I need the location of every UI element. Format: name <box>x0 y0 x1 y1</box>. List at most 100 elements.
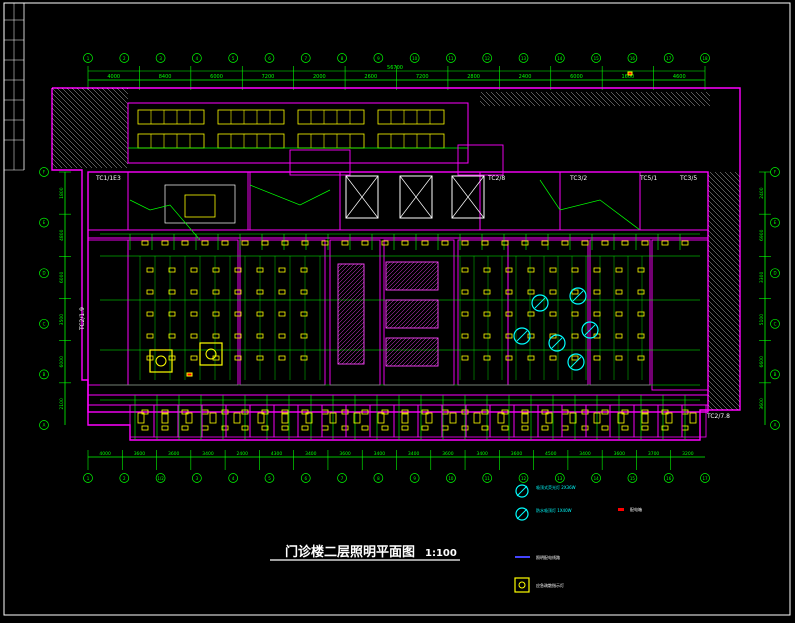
bottom-axis-bubble <box>264 473 275 483</box>
top-axis-label: 8 <box>341 56 344 61</box>
title-strip <box>4 3 24 171</box>
hatch-line <box>707 194 741 228</box>
top-axis-bubble <box>700 53 710 63</box>
hatch-line <box>116 87 129 100</box>
fluorescent-fixture <box>217 109 285 125</box>
bottom-dim-label: 3400 <box>202 451 214 457</box>
hatch-line <box>590 91 606 107</box>
hatch-line <box>361 361 365 365</box>
hatch-line <box>337 297 365 325</box>
bottom-room-light <box>473 412 481 424</box>
bottom-axis-bubble <box>409 473 420 483</box>
hatch-line <box>337 263 351 277</box>
hatch-line <box>550 91 566 107</box>
ceiling-light <box>146 311 154 317</box>
ceiling-light <box>637 267 645 273</box>
ceiling-light <box>161 409 169 415</box>
hatch-line <box>385 299 399 313</box>
ceiling-light <box>241 425 249 431</box>
hatch-line <box>630 91 646 107</box>
hatch-line <box>580 91 596 107</box>
hatch-line <box>595 91 611 107</box>
ceiling-light <box>256 289 264 295</box>
top-axis-bubble <box>446 53 456 63</box>
ceiling-light <box>234 311 242 317</box>
ceiling-light <box>637 311 645 317</box>
hatch-line <box>397 337 427 367</box>
hatch-line <box>401 261 431 291</box>
ceiling-light <box>241 409 249 415</box>
bottom-dim-label: 3400 <box>374 451 386 457</box>
room-outline <box>249 171 341 231</box>
bottom-room-light <box>209 412 217 424</box>
hatch-line <box>707 294 741 328</box>
top-dim-label: 8400 <box>159 74 172 80</box>
panel-label-tc3: TC3/2 <box>569 175 587 182</box>
ceiling-light <box>201 425 209 431</box>
round-light <box>513 327 531 345</box>
left-axis-label: D <box>42 271 45 276</box>
left-axis-bubble <box>39 420 49 430</box>
top-axis-bubble <box>518 53 529 63</box>
hatch-line <box>707 304 741 338</box>
bottom-axis-bubble <box>119 473 130 483</box>
top-room-block <box>127 102 469 164</box>
hatch-line <box>479 95 491 107</box>
top-dim-label: 4000 <box>107 74 120 80</box>
hatch-line <box>385 261 411 287</box>
hatch-line <box>707 269 741 303</box>
ceiling-light <box>483 289 491 295</box>
ceiling-light <box>300 289 308 295</box>
hatch-line <box>51 97 123 169</box>
top-axis-label: 4 <box>196 56 199 61</box>
ceiling-light <box>221 425 229 431</box>
ceiling-light <box>401 240 409 246</box>
right-dim-label: 6600 <box>759 356 765 368</box>
ceiling-light <box>201 240 209 246</box>
ceiling-light <box>593 267 601 273</box>
hatched-room <box>385 261 439 291</box>
ceiling-light <box>483 267 491 273</box>
ceiling-light <box>505 311 513 317</box>
hatch-line <box>349 349 365 365</box>
hatch-line <box>385 337 407 359</box>
hatch-line <box>96 87 129 120</box>
ceiling-light <box>681 240 689 246</box>
hatch-line <box>401 337 431 367</box>
ceiling-light <box>161 240 169 246</box>
round-light-slash <box>570 356 582 368</box>
ceiling-light <box>281 425 289 431</box>
ceiling-light <box>615 311 623 317</box>
bottom-room-light <box>449 412 457 424</box>
top-dim-label: 7200 <box>416 74 429 80</box>
ceiling-light <box>481 409 489 415</box>
hatch-line <box>71 87 129 145</box>
bottom-dim-label: 2400 <box>237 451 249 457</box>
hatch-line <box>106 87 129 110</box>
top-axis-bubble <box>591 53 601 63</box>
hatch-line <box>51 127 93 169</box>
panel-box <box>149 349 173 373</box>
bottom-room-light <box>593 412 601 424</box>
left-axis-bubble <box>39 318 49 329</box>
hatch-line <box>734 171 741 178</box>
room-outline <box>589 239 651 386</box>
ceiling-light <box>381 409 389 415</box>
hatch-line <box>385 261 407 283</box>
panel-box <box>199 342 223 366</box>
hatch-line <box>707 189 741 223</box>
room-outline <box>457 239 509 386</box>
elevator-shaft <box>451 175 485 219</box>
hatch-line <box>695 91 711 107</box>
fluorescent-fixture <box>217 133 285 149</box>
bottom-axis-label: 2 <box>123 476 126 481</box>
hatch-line <box>337 321 365 349</box>
hatch-line <box>605 91 621 107</box>
ceiling-light <box>549 355 557 361</box>
hatch-line <box>433 361 439 367</box>
hatch-line <box>433 285 439 291</box>
hatch-line <box>615 91 631 107</box>
hatch-line <box>707 174 741 208</box>
bottom-room-light <box>425 412 433 424</box>
